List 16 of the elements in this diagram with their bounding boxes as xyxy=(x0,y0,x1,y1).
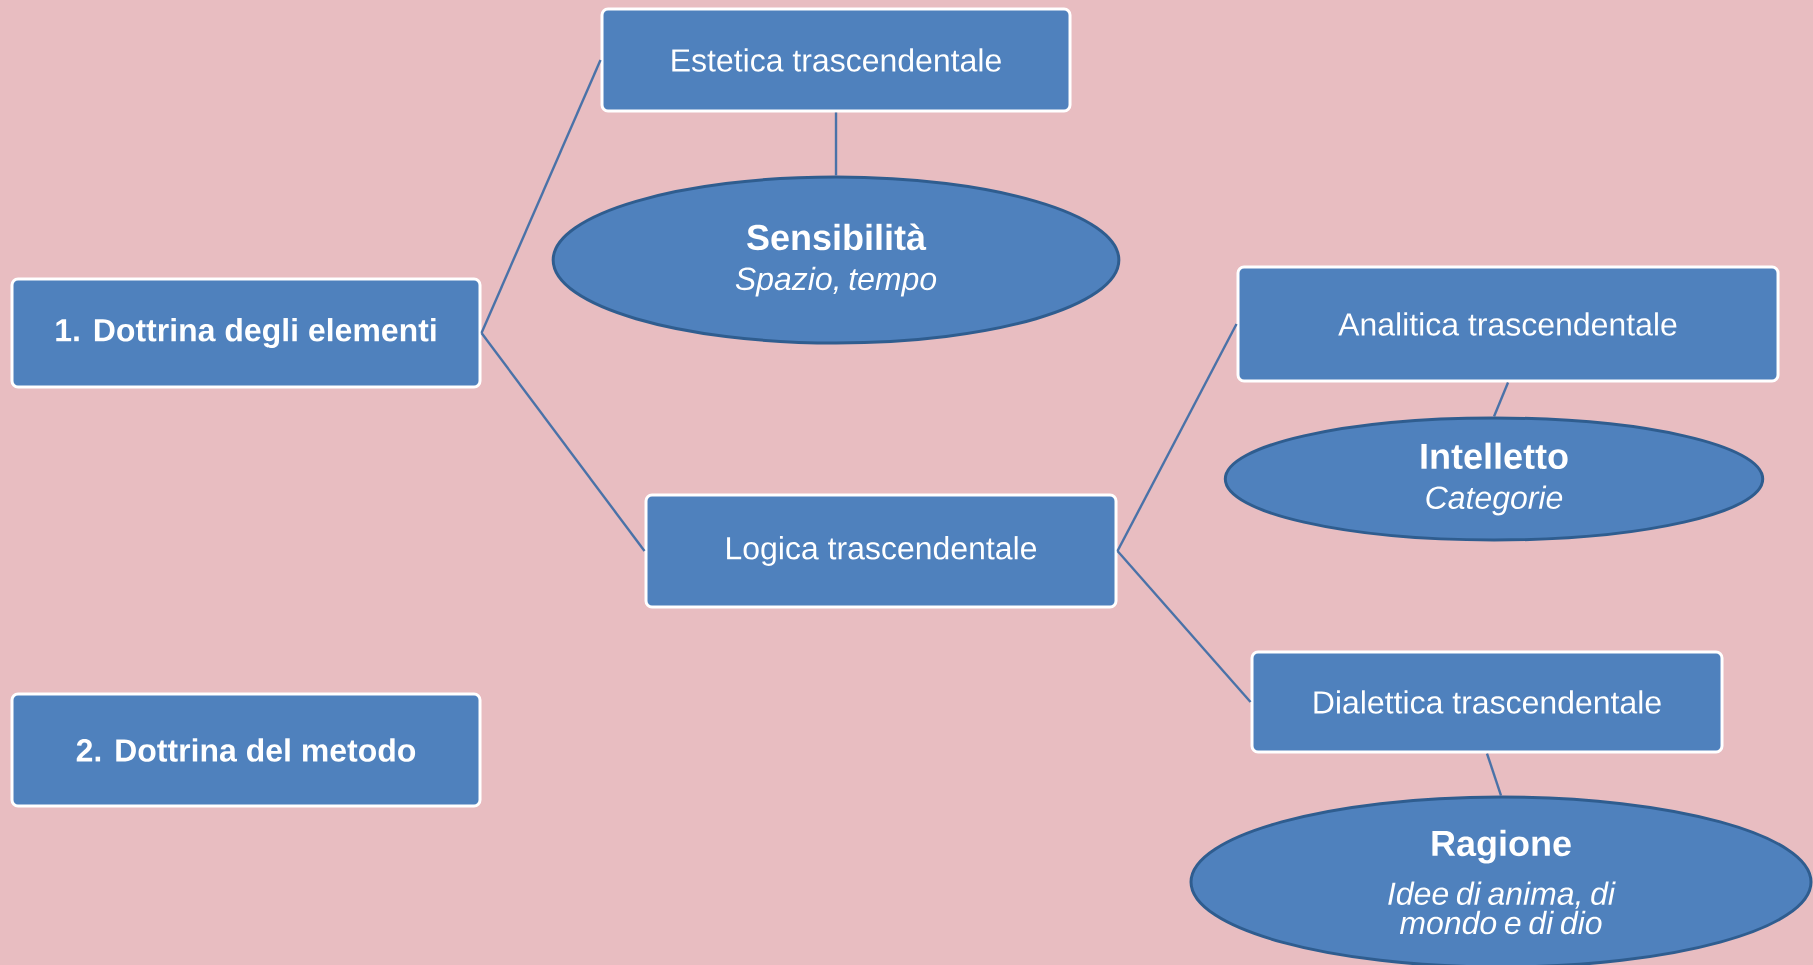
ellipse-node: Intelletto Categorie xyxy=(1223,416,1765,542)
connector-line xyxy=(480,59,602,334)
process-box: Dialettica trascendentale xyxy=(1250,650,1724,754)
connector-line xyxy=(834,112,838,176)
ellipse-node: Sensibilità Spazio, tempo xyxy=(551,175,1121,345)
process-box: Estetica trascendentale xyxy=(600,7,1072,113)
process-box: 1. Dottrina degli elementi xyxy=(10,277,482,389)
process-box: Logica trascendentale xyxy=(644,493,1118,609)
connector-line xyxy=(1116,550,1252,703)
process-box: 2. Dottrina del metodo xyxy=(10,692,482,808)
connector-line xyxy=(1485,753,1503,796)
connector-line xyxy=(480,332,646,552)
ellipse-node: Ragione Idee di anima, di mondo e di dio xyxy=(1189,795,1813,965)
process-box: Analitica trascendentale xyxy=(1236,265,1780,383)
connector-line xyxy=(1116,323,1238,552)
connector-line xyxy=(1492,382,1510,417)
